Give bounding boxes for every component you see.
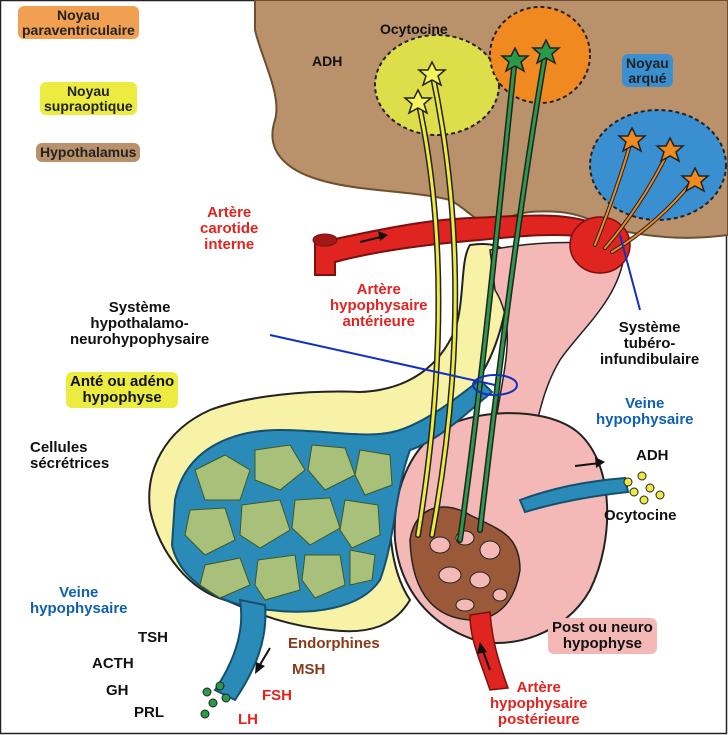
label-veine-hypophysaire-left: Veine hypophysaire (30, 585, 128, 617)
label-prl: PRL (134, 705, 164, 721)
label-noyau-arque: Noyau arqué (622, 54, 673, 87)
label-tsh: TSH (138, 630, 168, 646)
label-systeme-tubero: Système tubéro- infundibulaire (600, 320, 699, 367)
artery-opening (313, 234, 337, 246)
label-msh: MSH (292, 662, 325, 678)
label-ocytocine-right: Ocytocine (604, 508, 677, 524)
label-cellules-secretrices: Cellules sécrétrices (30, 440, 109, 472)
label-endorphines: Endorphines (288, 636, 380, 652)
label-artere-hypophysaire-ant: Artère hypophysaire antérieure (330, 282, 428, 329)
label-ante-adeno: Anté ou adéno hypophyse (66, 372, 178, 408)
label-fsh: FSH (262, 688, 292, 704)
label-gh: GH (106, 683, 129, 699)
label-systeme-hypothalamo: Système hypothalamo- neurohypophysaire (70, 300, 209, 347)
label-artere-carotide: Artère carotide interne (200, 205, 258, 252)
label-adh-right: ADH (636, 448, 669, 464)
label-lh: LH (238, 712, 258, 728)
label-hypothalamus: Hypothalamus (36, 143, 140, 162)
label-veine-hypophysaire-right: Veine hypophysaire (596, 396, 694, 428)
label-noyau-paraventriculaire: Noyau paraventriculaire (18, 6, 139, 39)
label-noyau-supraoptique: Noyau supraoptique (40, 82, 137, 115)
label-post-neuro: Post ou neuro hypophyse (548, 618, 657, 654)
label-adh-top: ADH (312, 54, 342, 69)
label-artere-hypophysaire-post: Artère hypophysaire postérieure (490, 680, 588, 727)
label-acth: ACTH (92, 656, 134, 672)
label-ocytocine-top: Ocytocine (380, 22, 448, 37)
